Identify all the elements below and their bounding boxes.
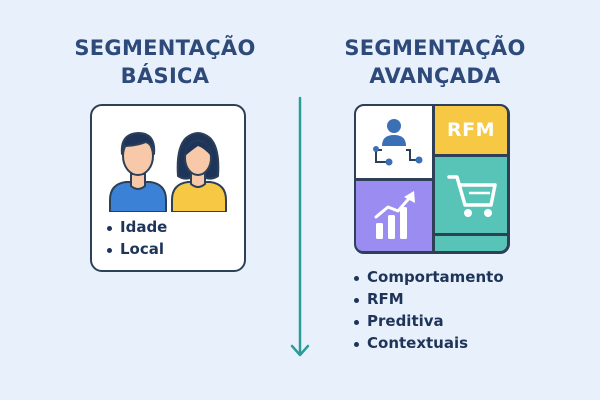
advanced-segmentation-title: SEGMENTAÇÃO AVANÇADA [310, 34, 560, 90]
advanced-title-line2: AVANÇADA [369, 64, 501, 88]
basic-segmentation-card [90, 104, 246, 272]
basic-criteria-list: Idade Local [106, 216, 167, 260]
network-people-tile [356, 106, 432, 178]
shopping-cart-tile [435, 157, 507, 233]
basic-title-line1: SEGMENTAÇÃO [74, 36, 256, 60]
female-person-icon [171, 132, 227, 212]
advanced-segmentation-card: RFM [354, 104, 510, 254]
basic-segmentation-title: SEGMENTAÇÃO BÁSICA [40, 34, 290, 90]
advanced-criteria-list: Comportamento RFM Preditiva Contextuais [353, 266, 504, 354]
list-item: Local [106, 238, 167, 260]
growth-chart-icon [374, 191, 415, 239]
person-network-icon [373, 119, 423, 166]
down-arrow-divider-icon [290, 96, 310, 357]
list-item: RFM [353, 288, 504, 310]
list-item: Idade [106, 216, 167, 238]
shopping-cart-icon [447, 175, 497, 217]
rfm-tile: RFM [435, 106, 507, 154]
people-avatars-icon [109, 132, 227, 212]
advanced-title-line1: SEGMENTAÇÃO [344, 36, 526, 60]
male-person-icon [109, 132, 167, 212]
list-item: Preditiva [353, 310, 504, 332]
basic-title-line2: BÁSICA [120, 64, 210, 88]
rfm-tile-label: RFM [446, 119, 496, 141]
teal-tile-bottom [435, 236, 507, 251]
growth-chart-tile [356, 181, 432, 251]
list-item: Comportamento [353, 266, 504, 288]
list-item: Contextuais [353, 332, 504, 354]
